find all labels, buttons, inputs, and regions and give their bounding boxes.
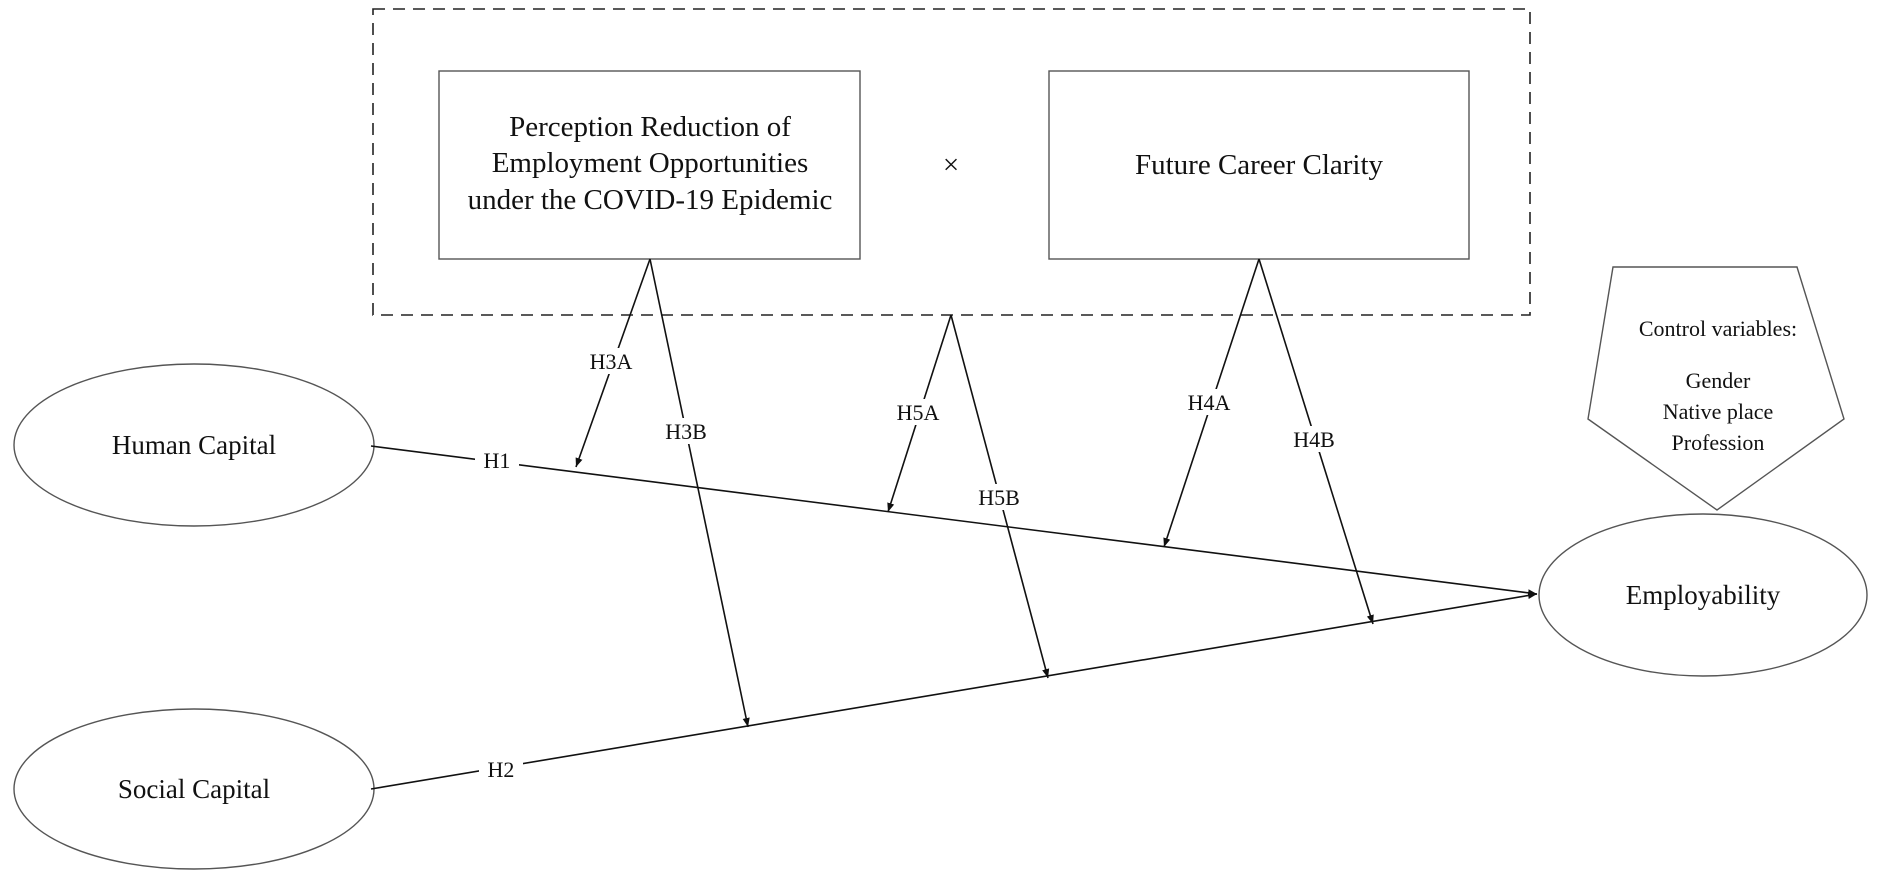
h5b-label: H5B	[978, 485, 1020, 510]
h5a-label: H5A	[897, 400, 940, 425]
h4b-label: H4B	[1293, 427, 1335, 452]
future-career-clarity-label: Future Career Clarity	[1135, 149, 1384, 181]
social-capital-label: Social Capital	[118, 774, 270, 804]
h2-path-social-to-employability	[370, 591, 1538, 790]
perception-line-1: Perception Reduction of	[509, 111, 791, 143]
control-variable-gender: Gender	[1686, 368, 1751, 393]
human-capital-ellipse	[13, 363, 375, 527]
perception-line-2: Employment Opportunities	[492, 147, 809, 179]
h4a-label: H4A	[1188, 390, 1231, 415]
control-variables-title: Control variables:	[1639, 316, 1797, 341]
h3b-path	[649, 258, 750, 728]
perception-line-3: under the COVID-19 Epidemic	[468, 184, 833, 216]
h3b-label: H3B	[665, 419, 707, 444]
future-career-clarity-box	[1048, 70, 1470, 260]
employability-label: Employability	[1626, 580, 1781, 610]
human-capital-label: Human Capital	[112, 430, 276, 460]
h3a-label: H3A	[590, 349, 633, 374]
interaction-times-symbol: ×	[943, 149, 959, 181]
h1-path-human-to-employability	[370, 445, 1538, 597]
control-variable-native-place: Native place	[1663, 399, 1774, 424]
control-variables-pentagon	[1587, 266, 1845, 511]
h2-label: H2	[488, 757, 515, 782]
h1-label: H1	[484, 448, 511, 473]
employability-ellipse	[1538, 513, 1868, 677]
control-variable-profession: Profession	[1672, 430, 1765, 455]
perception-reduction-box	[438, 70, 861, 260]
